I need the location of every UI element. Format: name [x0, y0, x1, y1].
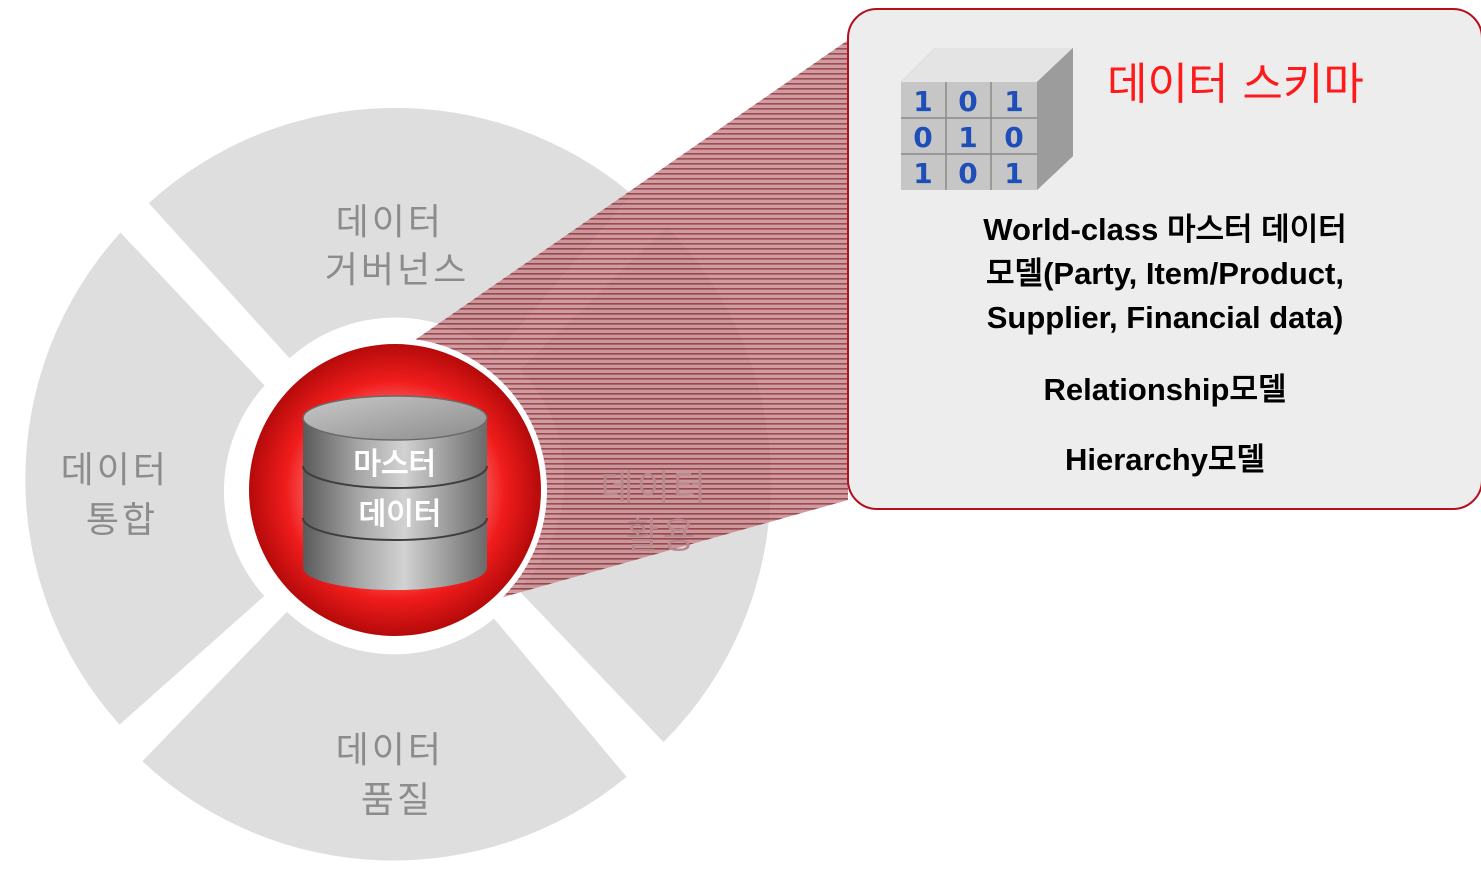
segment-right-line-1: 데이터: [601, 468, 709, 509]
callout-line-4: Relationship모델: [1043, 372, 1287, 407]
svg-text:0: 0: [958, 85, 977, 118]
segment-left-line-1: 데이터: [61, 450, 169, 491]
svg-text:1: 1: [958, 121, 977, 154]
segment-top-line-2: 거버넌스: [325, 250, 469, 291]
center-label: 마스터 데이터: [353, 447, 446, 532]
center-label-line-2: 데이터: [359, 497, 442, 532]
svg-text:1: 1: [1004, 157, 1023, 190]
segment-right-line-2: 활용: [626, 516, 698, 557]
svg-text:1: 1: [1004, 85, 1023, 118]
callout-line-3: Supplier, Financial data): [986, 300, 1344, 335]
svg-text:0: 0: [1004, 121, 1023, 154]
callout-line-2: 모델(Party, Item/Product,: [986, 256, 1344, 291]
svg-text:1: 1: [913, 85, 932, 118]
segment-bottom-label: 데이터 품질: [336, 730, 459, 821]
segment-top-label: 데이터 거버넌스: [325, 202, 469, 291]
callout-title: 데이터 스키마: [1107, 59, 1364, 110]
segment-left-line-2: 통합: [86, 500, 158, 541]
center-label-line-1: 마스터: [353, 447, 436, 482]
callout-line-5: Hierarchy모델: [1064, 442, 1266, 477]
segment-left-label: 데이터 통합: [61, 450, 184, 541]
segment-bottom-line-2: 품질: [361, 780, 433, 821]
segment-bottom-line-1: 데이터: [336, 730, 444, 771]
callout-line-1: World-class 마스터 데이터: [983, 212, 1347, 247]
svg-text:0: 0: [913, 121, 932, 154]
segment-top-line-1: 데이터: [336, 202, 444, 243]
database-icon: [302, 395, 488, 590]
segment-right-label: 데이터 활용: [601, 468, 724, 557]
segment-bottom: [142, 611, 627, 861]
segment-left: [25, 232, 265, 725]
svg-text:0: 0: [958, 157, 977, 190]
svg-text:1: 1: [913, 157, 932, 190]
